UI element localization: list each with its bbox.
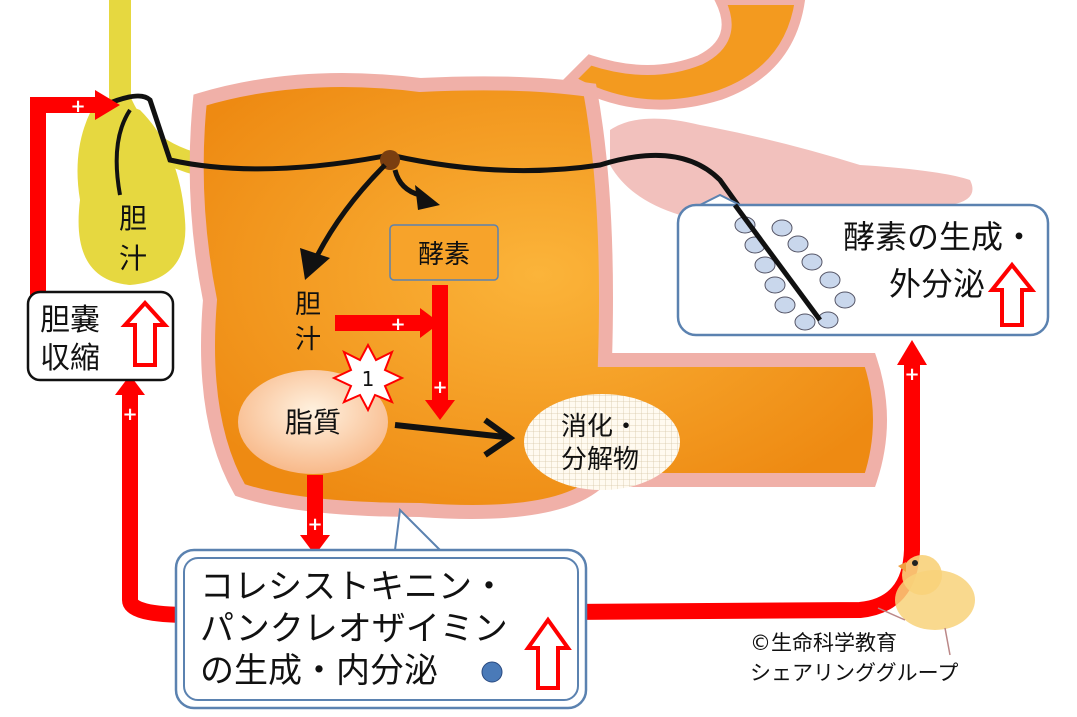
digest-ellipse xyxy=(524,394,680,490)
plus-sign: + xyxy=(122,404,137,425)
enzyme-box xyxy=(389,224,499,281)
plus-sign: + xyxy=(307,514,322,535)
arrowhead xyxy=(300,248,330,280)
star-number: 1 xyxy=(362,367,375,391)
gallbladder xyxy=(77,95,186,285)
lipid-label: 脂質 xyxy=(285,406,341,439)
hormone-label: コレシストキニン・ xyxy=(200,567,506,607)
bile-line xyxy=(114,108,132,196)
credit-text: ©生命科学教育 xyxy=(750,631,897,655)
arrow-to-bile xyxy=(312,163,387,262)
pancreatic-duct xyxy=(104,93,823,322)
arrow-to-digest xyxy=(394,422,506,440)
hormone-label: の生成・内分泌 xyxy=(200,651,438,691)
hormone-callout-inner xyxy=(183,557,579,701)
plus-sign: + xyxy=(390,314,405,335)
enzyme-label: 酵素 xyxy=(418,240,470,270)
duct-line xyxy=(732,203,823,322)
hormone-label: パンクレオザイミン xyxy=(200,609,508,649)
contraction-label: 胆嚢 xyxy=(40,303,100,338)
contraction-label: 収縮 xyxy=(40,341,100,376)
pancreas xyxy=(610,118,973,223)
dot-icon xyxy=(481,661,503,683)
gallbladder-bile-label: 汁 xyxy=(119,242,147,275)
enzyme-secretion-label: 外分泌 xyxy=(889,265,985,303)
callout-pointer xyxy=(394,507,441,551)
plus-sign: + xyxy=(70,96,85,117)
up-arrow-icon xyxy=(987,261,1037,327)
pancreas-callout xyxy=(676,203,1050,337)
bile-label: 汁 xyxy=(295,325,321,355)
red-feedback-arrows xyxy=(30,97,920,623)
arrowhead xyxy=(415,185,440,210)
red-arrowheads xyxy=(95,90,927,555)
chick-mascot xyxy=(877,555,975,656)
star-burst-icon xyxy=(331,342,405,413)
plus-sign: + xyxy=(432,377,447,398)
up-arrow-icon xyxy=(524,616,572,690)
plus-sign: + xyxy=(904,364,919,385)
digest-label: 消化・ xyxy=(561,412,639,442)
bile-label: 胆 xyxy=(295,290,321,320)
callout-pointer xyxy=(699,193,741,206)
enzyme-secretion-label: 酵素の生成・ xyxy=(843,218,1035,256)
digest-label: 分解物 xyxy=(561,445,639,475)
stomach xyxy=(561,0,806,110)
credit-text: シェアリンググループ xyxy=(750,661,958,685)
up-arrow-icon xyxy=(120,300,170,367)
gallbladder-bile-label: 胆 xyxy=(119,202,147,235)
arrowhead xyxy=(483,417,516,458)
